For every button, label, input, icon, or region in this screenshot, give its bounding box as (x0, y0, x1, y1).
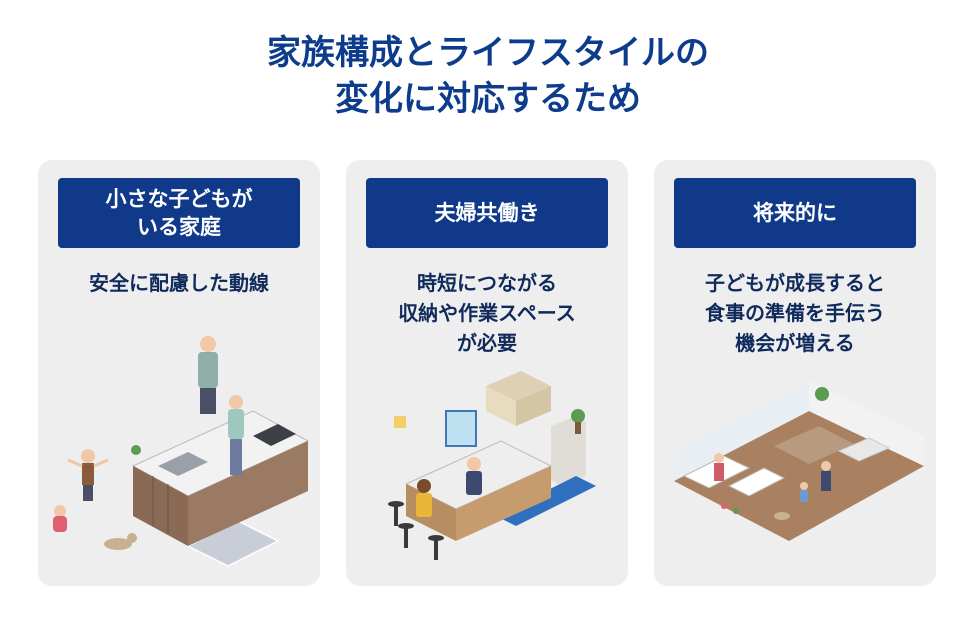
card-badge-line: 将来的に (753, 201, 837, 225)
card-description-line: 食事の準備を手伝う (705, 301, 885, 325)
card-badge-line: 小さな子どもが (105, 187, 253, 211)
page-title-line-1: 家族構成とライフスタイルの (267, 33, 709, 73)
card-description: 安全に配慮した動線 (38, 268, 320, 298)
card-description-line: 収納や作業スペース (398, 301, 576, 325)
card-description: 子どもが成長すると 食事の準備を手伝う 機会が増える (654, 268, 936, 358)
page-title: 家族構成とライフスタイルの 変化に対応するため (0, 30, 976, 122)
living-dining-room-icon (674, 381, 924, 541)
card-description-line: 機会が増える (735, 331, 855, 355)
card-badge: 将来的に (674, 178, 916, 248)
kitchen-counter-couple-icon (388, 371, 596, 560)
card-dual-income: 夫婦共働き 時短につながる 収納や作業スペース が必要 (346, 160, 628, 586)
card-description: 時短につながる 収納や作業スペース が必要 (346, 268, 628, 358)
card-small-children: 小さな子どもが いる家庭 安全に配慮した動線 (38, 160, 320, 586)
card-badge: 小さな子どもが いる家庭 (58, 178, 300, 248)
card-badge-line: 夫婦共働き (434, 201, 540, 225)
card-badge: 夫婦共働き (366, 178, 608, 248)
card-future: 将来的に 子どもが成長すると 食事の準備を手伝う 機会が増える (654, 160, 936, 586)
card-description-line: が必要 (457, 331, 517, 355)
card-badge-line: いる家庭 (137, 215, 221, 239)
card-description-line: 時短につながる (417, 271, 557, 295)
kitchen-with-family-icon (53, 336, 310, 567)
page-title-line-2: 変化に対応するため (335, 79, 641, 119)
card-description-line: 安全に配慮した動線 (89, 271, 269, 295)
card-description-line: 子どもが成長すると (705, 271, 885, 295)
